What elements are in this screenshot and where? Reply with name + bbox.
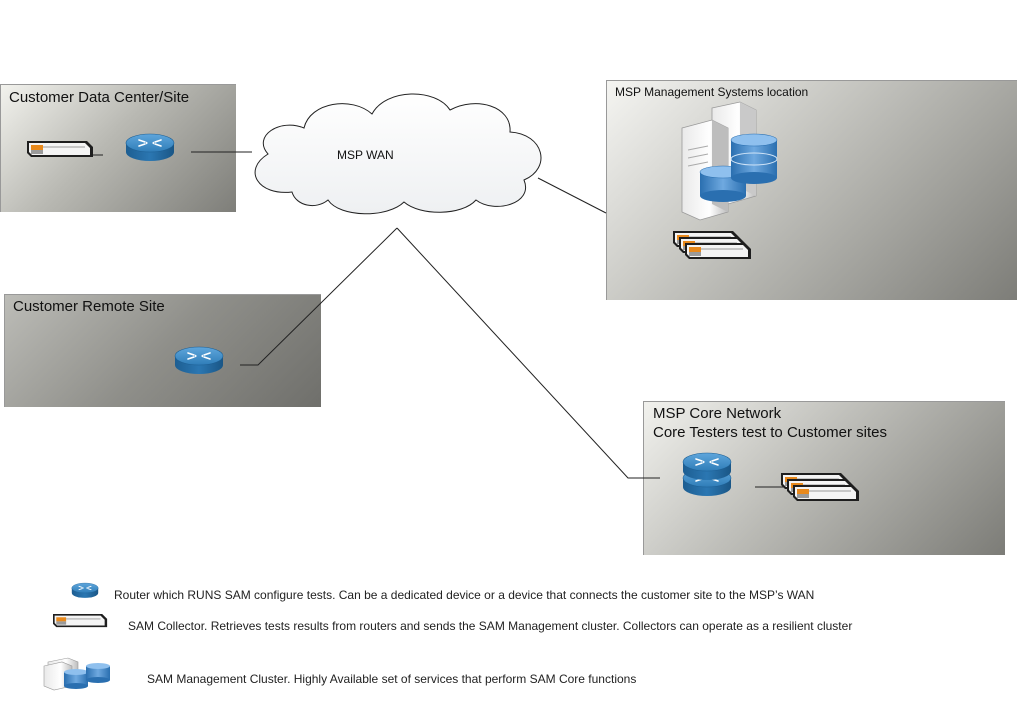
zone-label-msp-core-line2: Core Testers test to Customer sites xyxy=(653,424,887,441)
server-cluster-icon xyxy=(681,101,778,221)
legend-collector-icon xyxy=(52,613,108,628)
legend-cluster-text: SAM Management Cluster. Highly Available… xyxy=(147,672,637,686)
zone-label-msp-management: MSP Management Systems location xyxy=(615,85,809,99)
legend-router-icon xyxy=(71,582,99,599)
zone-label-customer-remote-site: Customer Remote Site xyxy=(13,298,165,315)
zone-msp-management xyxy=(606,80,1017,300)
zone-label-msp-core-line1: MSP Core Network xyxy=(653,405,782,422)
legend-server-cluster-icon xyxy=(43,657,110,691)
legend-router-text: Router which RUNS SAM configure tests. C… xyxy=(114,588,815,602)
zone-label-customer-data-center: Customer Data Center/Site xyxy=(9,89,190,106)
msp-wan-cloud xyxy=(254,93,542,215)
router-icon xyxy=(174,346,224,375)
collector-icon xyxy=(26,140,94,158)
router-icon xyxy=(682,452,732,497)
msp-wan-label: MSP WAN xyxy=(337,148,394,162)
collector-icon xyxy=(780,472,860,502)
connection-lines xyxy=(91,151,785,488)
legend-collector-text: SAM Collector. Retrieves tests results f… xyxy=(128,619,853,633)
router-icon xyxy=(125,133,175,162)
zone-customer-remote-site xyxy=(4,294,321,407)
collector-icon xyxy=(672,230,752,260)
